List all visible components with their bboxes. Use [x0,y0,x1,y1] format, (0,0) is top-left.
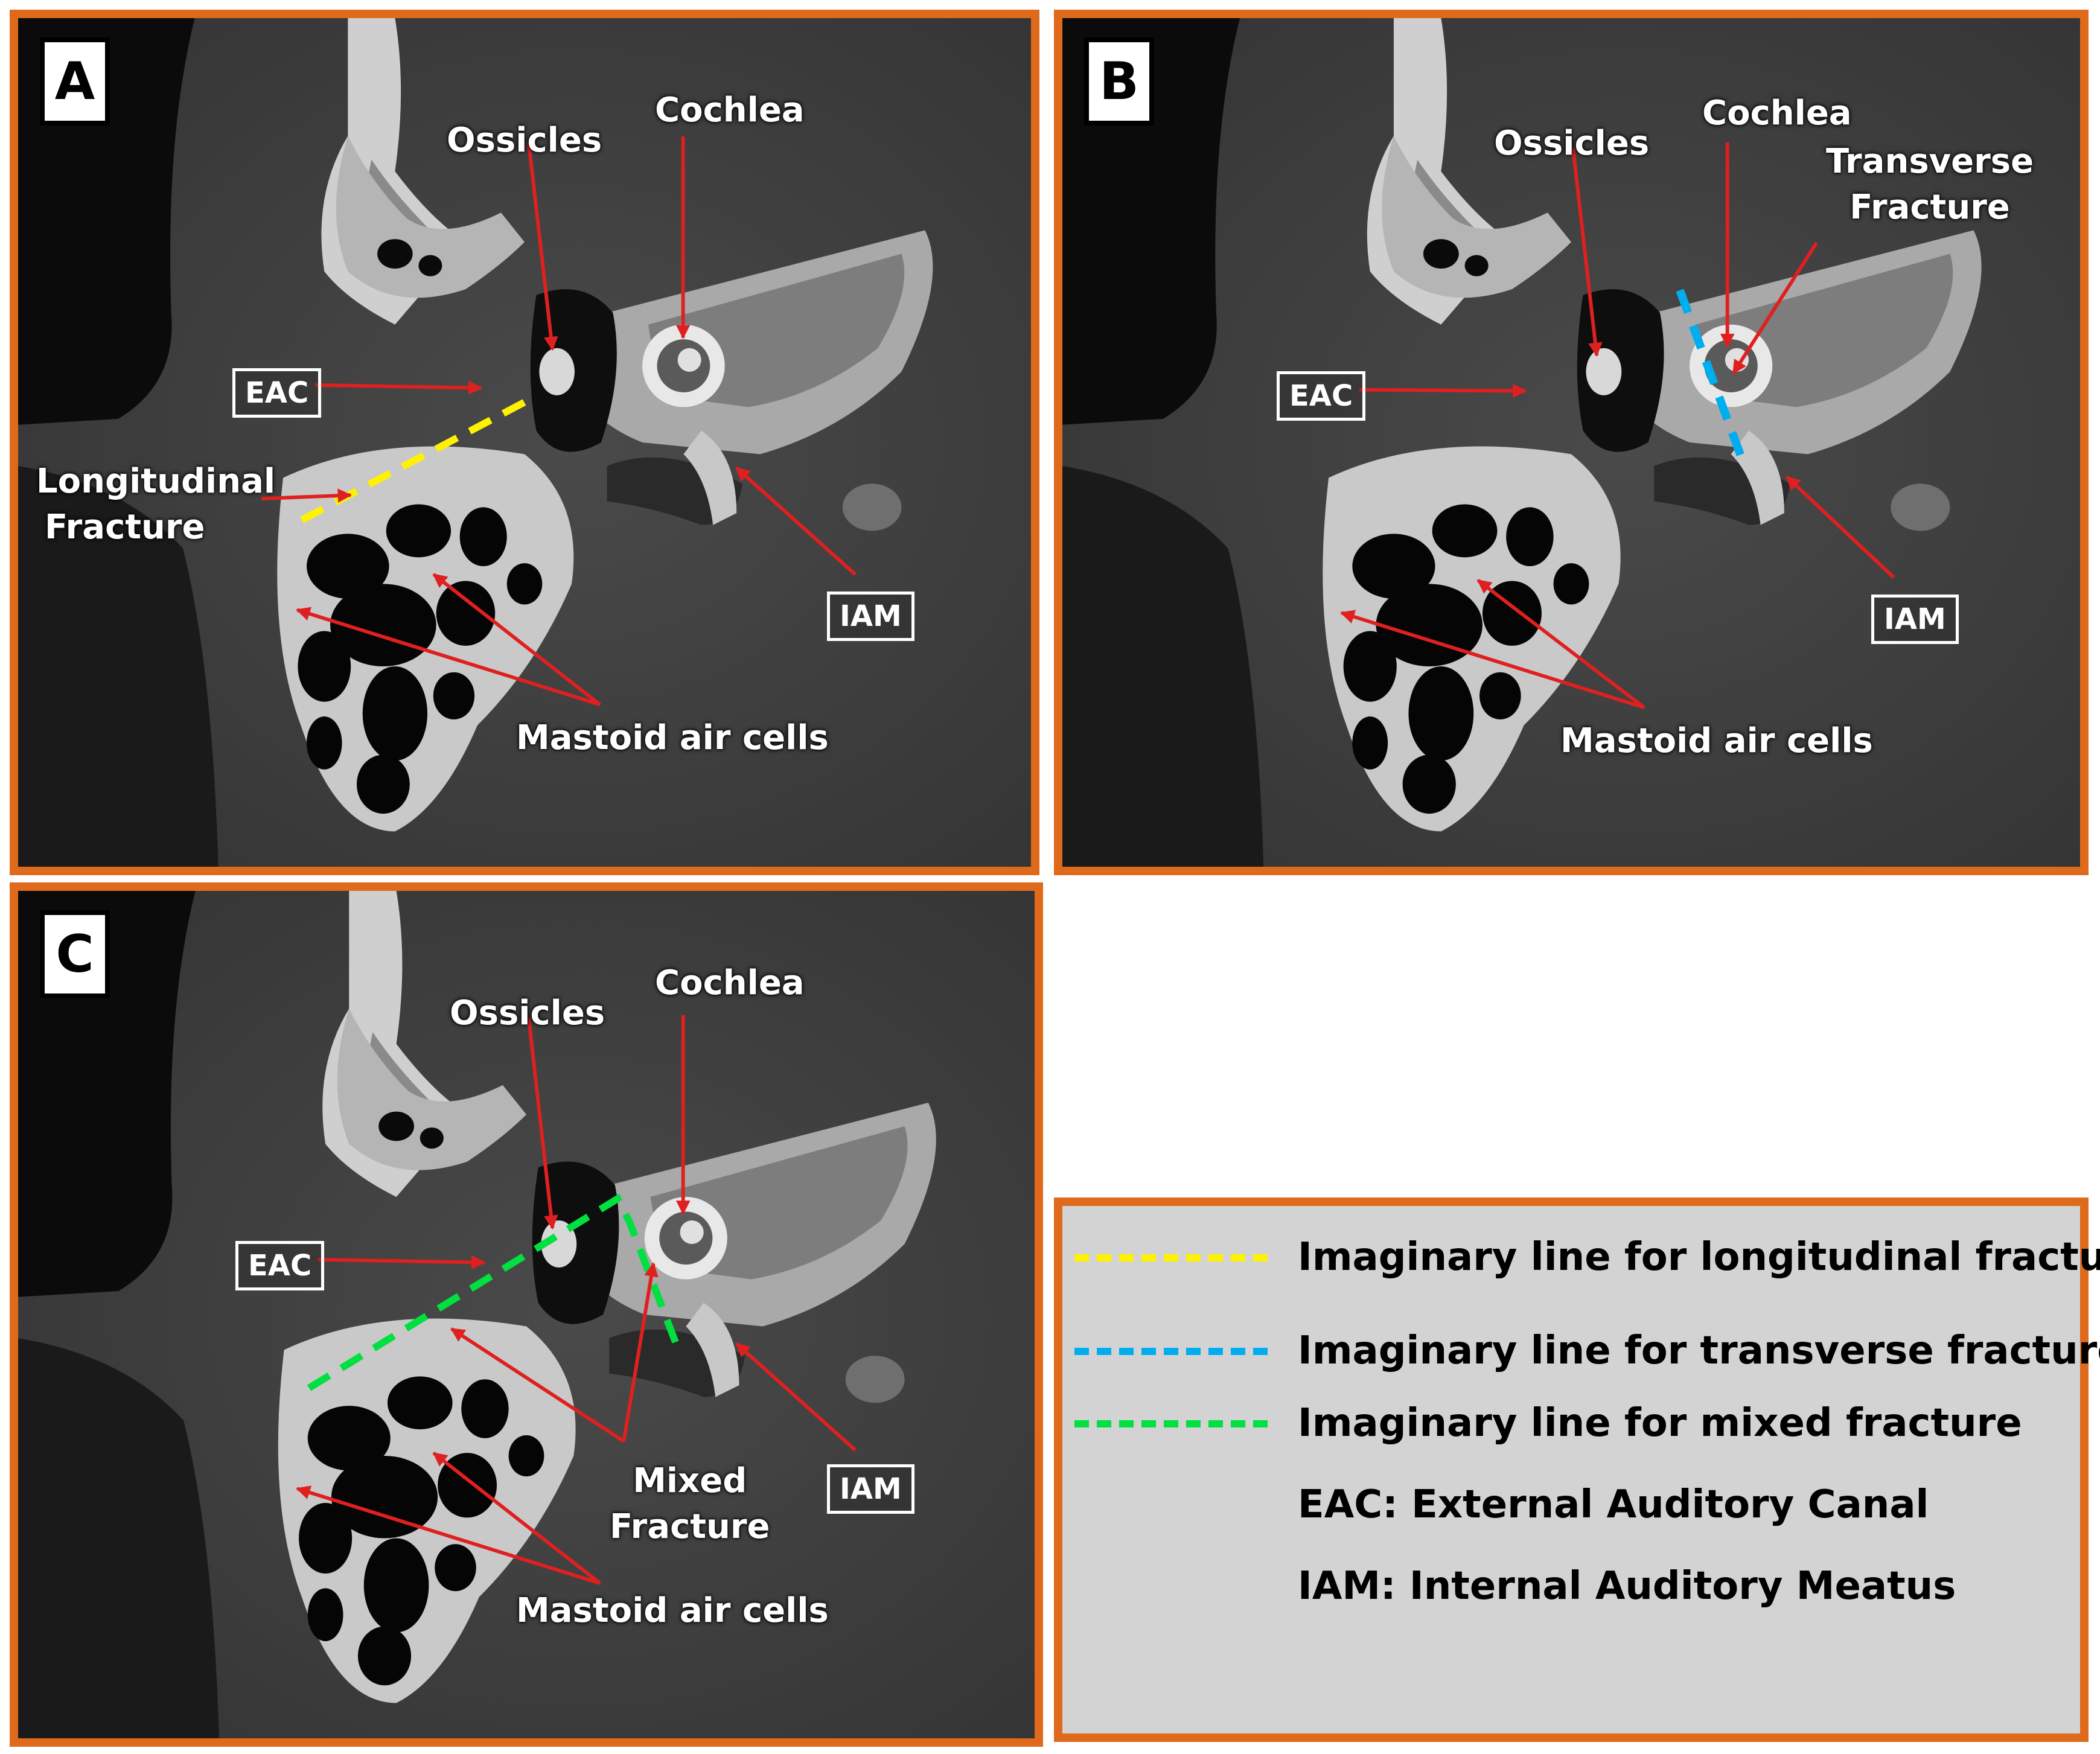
legend-text-transverse: Imaginary line for transverse fracture [1298,1328,2100,1373]
label-iam: IAM [827,592,914,641]
panel-b: B Ossicles Cochlea Transverse Fracture E… [1054,10,2089,875]
panel-label: B [1084,37,1154,126]
label-cochlea: Cochlea [655,963,805,1003]
legend-box: Imaginary line for longitudinal fracture… [1054,1198,2100,1742]
legend-text-mixed: Imaginary line for mixed fracture [1298,1401,2022,1446]
label-ossicles: Ossicles [450,993,605,1033]
legend-text-eac: EAC: External Auditory Canal [1298,1482,1929,1527]
label-fracture-line1: Transverse [1826,142,2034,181]
label-iam: IAM [1871,595,1959,644]
label-fracture-line2: Fracture [45,507,205,547]
legend-text-iam: IAM: Internal Auditory Meatus [1298,1564,1956,1609]
legend-swatch-longitudinal [1074,1254,1268,1261]
label-fracture-type: Transverse Fracture [1826,139,2034,230]
panel-c: C Ossicles Cochlea EAC Mixed Fracture IA… [10,882,1043,1747]
legend-text-longitudinal: Imaginary line for longitudinal fracture [1298,1235,2100,1280]
legend-abbrev-eac: EAC: External Auditory Canal [1062,1478,2080,1532]
legend-swatch-transverse [1074,1348,1268,1355]
label-mastoid: Mastoid air cells [516,1591,829,1630]
label-ossicles: Ossicles [447,121,602,160]
legend-swatch-mixed [1074,1420,1268,1427]
legend-item-longitudinal: Imaginary line for longitudinal fracture [1062,1230,2100,1284]
legend-item-transverse: Imaginary line for transverse fracture [1062,1324,2100,1378]
label-eac: EAC [1277,371,1366,421]
legend-abbrev-iam: IAM: Internal Auditory Meatus [1062,1559,2080,1613]
label-fracture-line1: Longitudinal [36,462,276,501]
label-eac: EAC [232,368,322,418]
label-fracture-line1: Mixed [633,1461,747,1500]
label-fracture-type: Longitudinal Fracture [36,459,275,550]
label-cochlea: Cochlea [655,91,805,130]
label-fracture-line2: Fracture [1849,187,2010,227]
label-eac: EAC [235,1241,325,1290]
label-cochlea: Cochlea [1702,94,1852,133]
label-mastoid: Mastoid air cells [516,718,829,757]
label-mastoid: Mastoid air cells [1560,721,1873,761]
panel-label: A [40,37,110,126]
label-fracture-line2: Fracture [610,1507,770,1546]
panel-label: C [40,910,110,998]
legend-item-mixed: Imaginary line for mixed fracture [1062,1396,2080,1450]
label-ossicles: Ossicles [1494,124,1650,163]
panel-a: A Ossicles Cochlea EAC Longitudinal Frac… [10,10,1039,875]
label-fracture-type: Mixed Fracture [610,1458,770,1549]
label-iam: IAM [827,1464,914,1514]
